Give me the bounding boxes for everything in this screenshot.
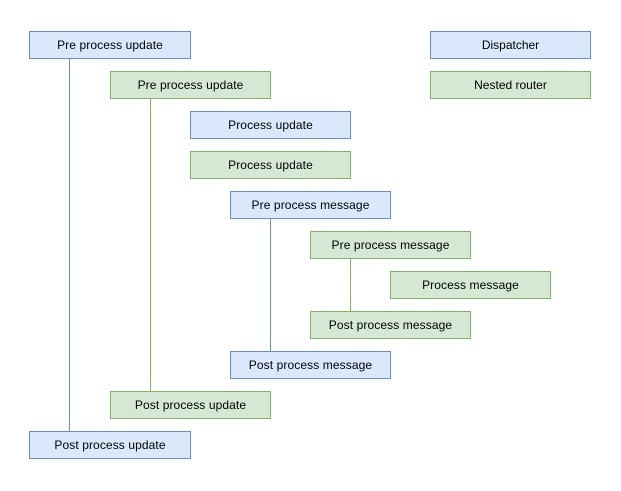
connector-router-message-spine bbox=[350, 259, 351, 311]
node-label: Post process message bbox=[248, 358, 373, 372]
node-post-process-update-9[interactable]: Post process update bbox=[110, 391, 271, 419]
node-label: Pre process update bbox=[57, 38, 163, 52]
connector-dispatcher-update-spine bbox=[69, 59, 70, 431]
node-pre-process-message-5[interactable]: Pre process message bbox=[310, 231, 471, 259]
node-post-process-message-8[interactable]: Post process message bbox=[230, 351, 391, 379]
node-pre-process-update-0[interactable]: Pre process update bbox=[29, 31, 191, 59]
node-label: Post process update bbox=[54, 438, 166, 452]
node-label: Post process update bbox=[134, 398, 247, 412]
node-label: Post process message bbox=[328, 318, 453, 332]
node-label: Process message bbox=[422, 278, 519, 292]
legend-item-label: Nested router bbox=[474, 78, 547, 92]
connector-dispatcher-message-spine bbox=[270, 219, 271, 351]
node-pre-process-message-4[interactable]: Pre process message bbox=[230, 191, 391, 219]
node-label: Pre process message bbox=[331, 238, 450, 252]
connector-router-update-spine bbox=[150, 99, 151, 391]
legend-item-dispatcher[interactable]: Dispatcher bbox=[430, 31, 591, 59]
node-process-message-6[interactable]: Process message bbox=[390, 271, 551, 299]
node-label: Pre process update bbox=[137, 78, 244, 92]
node-process-update-3[interactable]: Process update bbox=[190, 151, 351, 179]
legend-item-nested-router[interactable]: Nested router bbox=[430, 71, 591, 99]
node-post-process-update-10[interactable]: Post process update bbox=[29, 431, 191, 459]
node-pre-process-update-1[interactable]: Pre process update bbox=[110, 71, 271, 99]
node-process-update-2[interactable]: Process update bbox=[190, 111, 351, 139]
node-label: Process update bbox=[228, 158, 313, 172]
node-label: Pre process message bbox=[251, 198, 370, 212]
legend-item-label: Dispatcher bbox=[481, 38, 540, 52]
node-label: Process update bbox=[228, 118, 313, 132]
node-post-process-message-7[interactable]: Post process message bbox=[310, 311, 471, 339]
